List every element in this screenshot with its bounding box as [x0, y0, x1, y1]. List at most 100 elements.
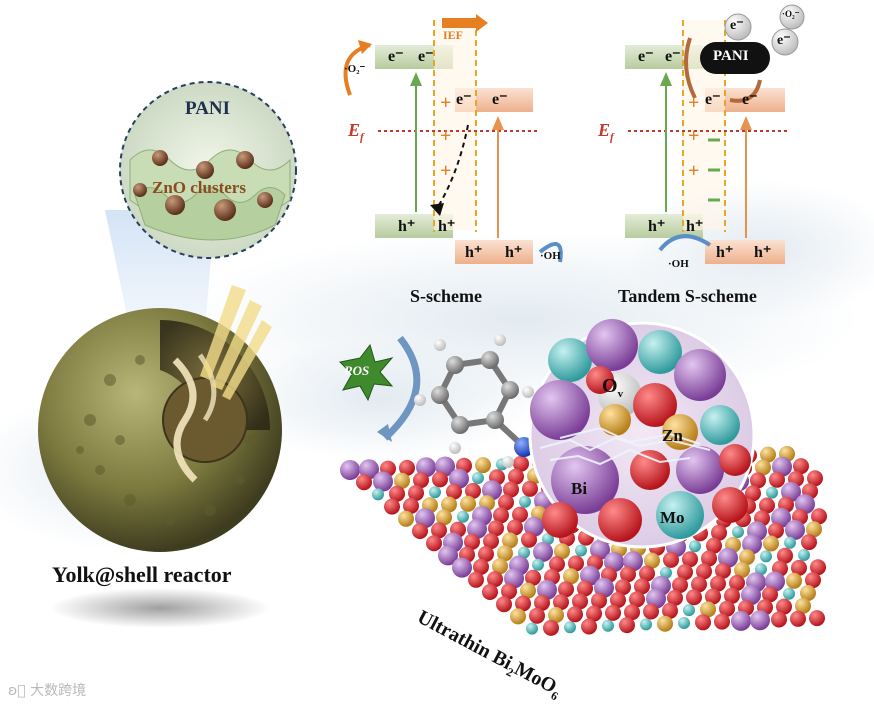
lattice-atom	[502, 532, 518, 549]
s-cb2-electron-1: e⁻	[456, 91, 472, 108]
t-cb-electron-1: e⁻	[638, 48, 654, 65]
lattice-atom	[563, 568, 579, 585]
charge-transfer-arrow	[435, 124, 469, 211]
t-vb2-hole-1: h⁺	[716, 244, 734, 261]
lattice-atom	[790, 610, 806, 627]
zno-cluster	[196, 161, 214, 179]
adsorbed-molecule	[414, 334, 534, 468]
lattice-atom	[719, 600, 735, 617]
zno-cluster	[214, 199, 236, 221]
s-plus-2: +	[440, 125, 452, 147]
lattice-atom	[696, 563, 712, 580]
t-hydroxyl: ·OH	[668, 258, 689, 270]
lattice-atom	[526, 622, 538, 635]
light-rays	[200, 285, 272, 400]
lattice-atom	[399, 459, 415, 476]
lattice-atom	[784, 536, 796, 549]
lattice-atom	[558, 581, 574, 598]
zno-cluster	[236, 151, 254, 169]
t-vb2-hole-2: h⁺	[754, 244, 772, 261]
s-vb-hole-2: h⁺	[438, 218, 456, 235]
lattice-atom	[487, 571, 503, 588]
watermark: ʚ⃝ 大数跨境	[8, 683, 87, 699]
lattice-atom	[634, 578, 650, 595]
s-vb2-hole-2: h⁺	[505, 244, 523, 261]
yolk-shell-sphere	[38, 308, 282, 552]
lattice-atom	[591, 592, 607, 609]
lattice-atom	[465, 482, 481, 499]
lattice-atom	[507, 519, 523, 536]
fermi-label-left: Ef	[348, 120, 364, 144]
lattice-atom	[731, 610, 751, 631]
lattice-atom	[660, 566, 672, 579]
lattice-atom	[739, 549, 755, 566]
tandem-s-scheme-diagram	[625, 4, 805, 264]
lattice-atom	[806, 521, 822, 538]
lattice-atom	[568, 555, 584, 572]
lattice-atom	[543, 619, 559, 636]
lattice-atom	[534, 594, 550, 611]
lattice-atom	[512, 506, 528, 523]
lattice-atom	[384, 498, 400, 515]
lattice-atom	[762, 586, 778, 603]
lattice-atom	[586, 605, 602, 622]
lattice-atom	[403, 497, 419, 514]
zoomed-atom	[630, 450, 670, 490]
lattice-atom	[431, 522, 447, 539]
lattice-atom	[643, 603, 659, 620]
zoomed-atom	[676, 446, 724, 494]
lattice-atom	[426, 535, 442, 552]
lattice-atom	[446, 483, 462, 500]
fermi-label-right: Ef	[598, 120, 614, 144]
lattice-atom	[785, 519, 805, 540]
lattice-atom	[801, 534, 817, 551]
watermark-icon: ʚ⃝	[8, 683, 31, 699]
zoomed-atom	[586, 366, 614, 394]
lattice-atom	[508, 468, 524, 485]
lattice-atom	[683, 604, 695, 617]
s-hydroxyl: ·OH	[540, 250, 561, 262]
lattice-atom	[510, 608, 526, 625]
zoomed-atom	[700, 405, 740, 445]
lattice-atom	[620, 566, 636, 583]
t-superoxide: ·O₂⁻	[782, 9, 800, 19]
lattice-atom	[412, 523, 428, 539]
lattice-atom	[732, 526, 744, 538]
t-electron-float-2: e⁻	[777, 33, 791, 48]
lattice-atom	[672, 577, 688, 593]
lattice-atom	[488, 520, 504, 537]
lattice-atom	[460, 495, 476, 512]
lattice-atom	[760, 550, 772, 563]
zno-cluster	[133, 183, 147, 197]
lattice-atom	[457, 510, 469, 523]
t-cb-electron-2: e⁻	[665, 48, 681, 65]
yolk-shell-title: Yolk@shell reactor	[52, 562, 232, 587]
zoomed-atom	[586, 319, 638, 371]
lattice-atom	[750, 472, 766, 489]
lattice-atom	[677, 564, 693, 581]
zoomed-atom	[633, 383, 677, 427]
zno-cluster	[257, 192, 273, 208]
lattice-atom	[475, 457, 491, 474]
lattice-atom	[472, 472, 484, 484]
lattice-atom	[615, 579, 631, 596]
lattice-atom	[729, 574, 745, 591]
lattice-atom	[548, 607, 564, 623]
lattice-atom	[432, 471, 448, 488]
pani-magnifier-title: PANI	[185, 98, 231, 119]
lattice-atom	[529, 607, 545, 624]
zoomed-atom	[599, 404, 631, 436]
lattice-atom	[629, 591, 645, 608]
lattice-atom	[473, 558, 489, 575]
t-vb-hole-2: h⁺	[686, 218, 704, 235]
t-cb2-electron-1: e⁻	[705, 91, 721, 108]
lattice-atom	[724, 587, 740, 604]
lattice-atom	[793, 458, 809, 475]
lattice-atom	[619, 617, 635, 634]
vb-orange-band	[455, 240, 533, 264]
lattice-atom	[755, 563, 767, 576]
lattice-atom	[468, 571, 484, 588]
lattice-atom	[710, 575, 726, 592]
